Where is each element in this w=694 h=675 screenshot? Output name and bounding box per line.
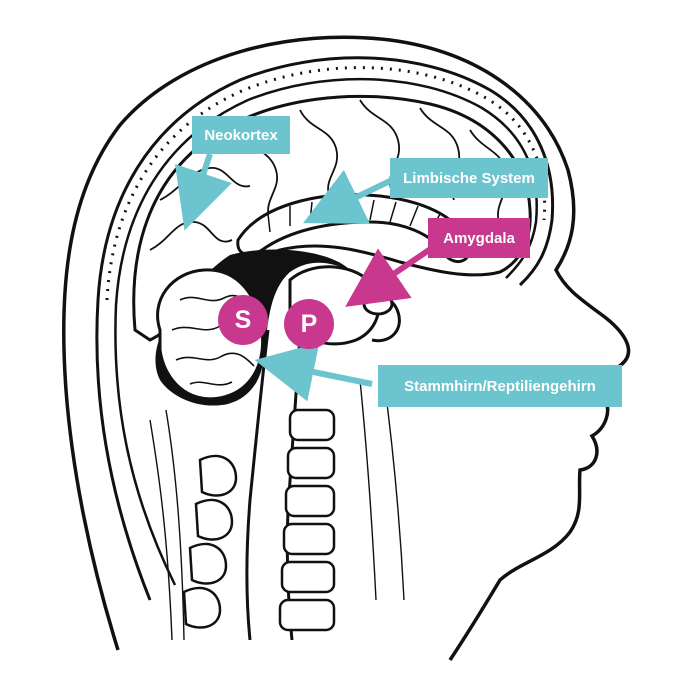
arrow-amygdala [345, 245, 434, 307]
label-amygdala: Amygdala [428, 218, 530, 258]
label-neokortex: Neokortex [192, 116, 290, 154]
vertebrae [278, 408, 336, 632]
neck-lines [149, 379, 405, 641]
arrow-limbisches-system [302, 169, 394, 224]
head-outline [61, 35, 631, 661]
skull-outer [95, 56, 555, 601]
badge-p: P [284, 299, 334, 349]
spinal-processes [182, 454, 238, 629]
label-stammhirn: Stammhirn/Reptiliengehirn [378, 365, 622, 407]
label-limbisches-system: Limbische System [390, 158, 548, 198]
skull-inner [114, 77, 538, 586]
arrow-neokortex [175, 153, 232, 231]
arrow-stammhirn [254, 342, 373, 402]
badge-s: S [218, 295, 268, 345]
